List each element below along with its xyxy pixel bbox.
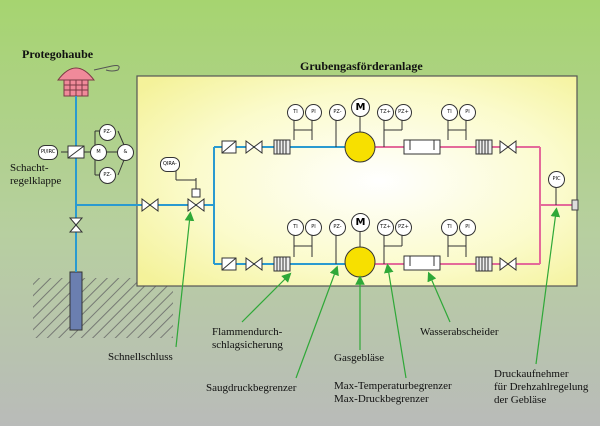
qir-instrument: QIRA- — [160, 157, 180, 172]
pz-minus-top-instrument: PZ- — [329, 104, 346, 121]
shaft-control-valve — [61, 145, 95, 159]
line-top-components — [221, 131, 517, 163]
motor-small-icon: M — [90, 144, 107, 161]
isolation-valve-supply — [141, 198, 159, 212]
pic-instrument: PIC — [548, 171, 565, 188]
quick-shutoff-label: Schnellschluss — [108, 351, 173, 363]
ground-hatch — [33, 278, 173, 338]
tz-plus-top-instrument: TZ+ — [377, 104, 394, 121]
protego-hood — [56, 65, 120, 97]
suction-limiter-label: Saugdruckbegrenzer — [206, 382, 297, 394]
pressure-sensor-label: Druckaufnehmer für Drehzahlregelung der … — [494, 368, 589, 406]
blower-label: Gasgebläse — [334, 352, 385, 364]
ti-bottom-instrument: TI — [287, 219, 304, 236]
pz-small-bottom-instrument: PZ- — [99, 167, 116, 184]
ti-bottom2-instrument: TI — [441, 219, 458, 236]
isolation-valve-vertical — [68, 217, 84, 233]
motor-bottom-icon: M — [351, 213, 370, 232]
valve-label: Schacht- regelklappe — [10, 162, 62, 187]
pz-plus-top-instrument: PZ+ — [395, 104, 412, 121]
pz-plus-bottom-instrument: PZ+ — [395, 219, 412, 236]
amp-instrument: & — [117, 144, 134, 161]
water-separator-label: Wasserabscheider — [420, 326, 499, 338]
tz-plus-bottom-instrument: TZ+ — [377, 219, 394, 236]
ti-top2-instrument: TI — [441, 104, 458, 121]
hood-label: Protegohaube — [22, 47, 94, 61]
shaft-pipe — [69, 271, 83, 331]
pz-minus-bottom-instrument: PZ- — [329, 219, 346, 236]
pi-top2-instrument: PI — [459, 104, 476, 121]
ti-top-instrument: TI — [287, 104, 304, 121]
pz-small-top-instrument: PZ- — [99, 124, 116, 141]
callout-arrows — [175, 207, 561, 379]
diagram-title: Grubengasförderanlage — [300, 59, 423, 73]
max-limiter-label: Max-Temperaturbegrenzer Max-Druckbegrenz… — [334, 380, 452, 405]
motor-top-icon: M — [351, 98, 370, 117]
pi-top-instrument: PI — [305, 104, 322, 121]
pi-bottom2-instrument: PI — [459, 219, 476, 236]
line-bottom-components — [221, 246, 517, 278]
pi-irc-instrument: PI/IRC — [38, 145, 59, 160]
pi-bottom-instrument: PI — [305, 219, 322, 236]
flame-arrester-label: Flammendurch- schlagsicherung — [212, 326, 283, 351]
